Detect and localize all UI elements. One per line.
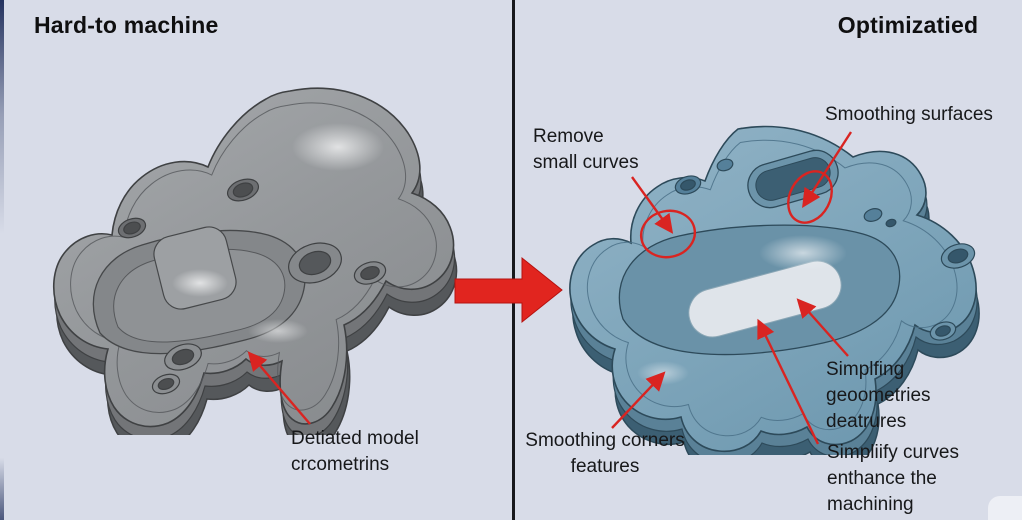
left-panel-title: Hard-to machine [34, 12, 219, 38]
leader-smoothing-surfaces [802, 131, 853, 209]
holes [674, 158, 976, 341]
highlight-circle-remove-curves [639, 209, 697, 259]
hard-to-machine-model [52, 87, 458, 435]
label-smoothing-corners: Smoothing corners features [525, 430, 685, 477]
leader-remove-small-curves [631, 176, 674, 234]
watermark-blob [988, 496, 1022, 520]
label-smoothing-surfaces: Smoothing surfaces [825, 104, 993, 125]
leader-smoothing-corners [611, 371, 666, 429]
gray-part [52, 87, 458, 435]
transform-arrow-icon [454, 256, 563, 324]
leader-simplify-curves [757, 318, 820, 445]
leader-detailed-model [247, 351, 311, 425]
panel-divider [512, 0, 515, 520]
label-simplify-geometries: Simplfing geoometries deatrures [826, 359, 931, 432]
left-edge-artifact [0, 0, 4, 520]
highlight-circle-smoothed-surface [787, 170, 833, 224]
label-simplify-curves: Simpliify curves enthance the machining [827, 442, 959, 515]
right-panel-title: Optimizatied [837, 12, 979, 38]
label-detailed-model: Detiated model crcometrins [291, 428, 419, 475]
leader-simplify-geometries [796, 298, 849, 357]
label-remove-small-curves: Remove small curves [533, 126, 639, 173]
holes [117, 178, 387, 395]
